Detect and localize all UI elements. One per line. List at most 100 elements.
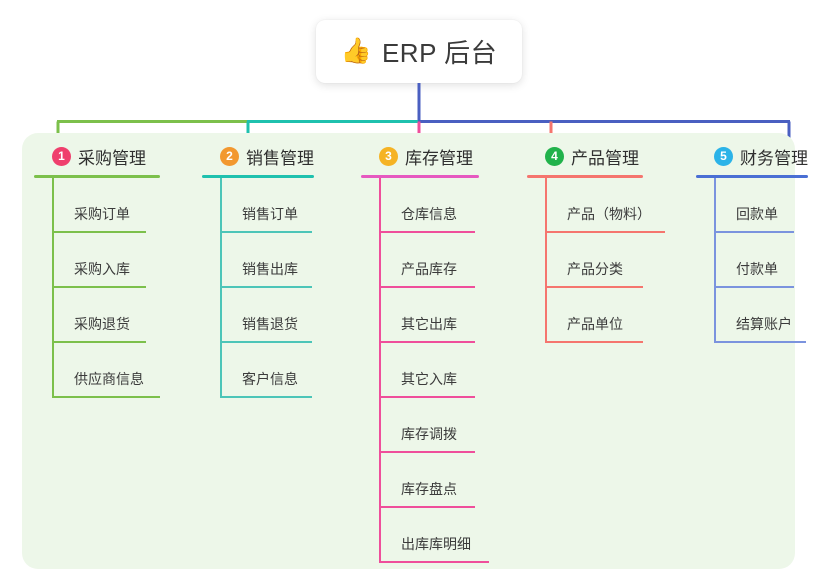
leaf-item-label: 仓库信息 — [401, 206, 457, 222]
leaf-item[interactable]: 回款单 — [714, 178, 808, 233]
column-badge-1: 1 — [52, 146, 71, 166]
column-rule-2 — [202, 175, 314, 178]
leaf-item[interactable]: 采购退货 — [52, 288, 160, 343]
column-5: 5 财务管理回款单付款单结算账户 — [696, 143, 808, 343]
leaf-item[interactable]: 库存调拨 — [379, 398, 479, 453]
leaf-item-rule — [220, 231, 312, 233]
column-2: 2 销售管理销售订单销售出库销售退货客户信息 — [202, 143, 314, 398]
thumbs-up-icon: 👍 — [340, 37, 372, 65]
column-4: 4 产品管理产品（物料） 产品分类产品单位 — [527, 143, 665, 343]
leaf-item-label: 产品（物料） — [567, 206, 651, 222]
leaf-item-rule — [379, 231, 475, 233]
column-rule-5 — [696, 175, 808, 178]
leaf-item-rule — [52, 396, 160, 398]
leaf-item-label: 库存调拨 — [401, 426, 457, 442]
column-badge-2: 2 — [220, 146, 239, 166]
column-body-5: 回款单付款单结算账户 — [696, 178, 808, 343]
column-body-3: 仓库信息产品库存其它出库其它入库库存调拨库存盘点出库库明细 — [361, 178, 489, 563]
column-body-1: 采购订单采购入库采购退货供应商信息 — [34, 178, 160, 398]
leaf-item-label: 库存盘点 — [401, 481, 457, 497]
leaf-item-label: 采购退货 — [74, 316, 130, 332]
leaf-item-rule — [220, 341, 312, 343]
leaf-item-label: 采购订单 — [74, 206, 130, 222]
leaf-item-rule — [545, 341, 643, 343]
column-spine-5 — [714, 178, 716, 343]
leaf-item[interactable]: 产品（物料） — [545, 178, 665, 233]
leaf-item[interactable]: 产品单位 — [545, 288, 643, 343]
leaf-item-rule — [379, 341, 475, 343]
column-header-4[interactable]: 4 产品管理 — [527, 143, 643, 169]
leaf-item-label: 销售订单 — [242, 206, 298, 222]
column-rule-4 — [527, 175, 643, 178]
leaf-item-rule — [52, 286, 146, 288]
leaf-item-rule — [379, 561, 489, 563]
column-header-3[interactable]: 3 库存管理 — [361, 143, 479, 169]
column-spine-3 — [379, 178, 381, 563]
root-node-card[interactable]: 👍 ERP 后台 — [316, 20, 522, 83]
leaf-item[interactable]: 付款单 — [714, 233, 808, 288]
leaf-item[interactable]: 出库库明细 — [379, 508, 489, 563]
leaf-item-label: 产品库存 — [401, 261, 457, 277]
leaf-item-label: 结算账户 — [736, 316, 792, 332]
column-spine-4 — [545, 178, 547, 343]
diagram-panel — [22, 133, 795, 569]
leaf-item-rule — [52, 231, 146, 233]
column-3: 3 库存管理仓库信息产品库存其它出库其它入库库存调拨库存盘点出库库明细 — [361, 143, 489, 563]
column-header-1[interactable]: 1 采购管理 — [34, 143, 160, 169]
leaf-item-label: 销售出库 — [242, 261, 298, 277]
column-badge-5: 5 — [714, 146, 733, 166]
leaf-item[interactable]: 供应商信息 — [52, 343, 160, 398]
column-header-2[interactable]: 2 销售管理 — [202, 143, 314, 169]
column-rule-3 — [361, 175, 479, 178]
leaf-item-rule — [52, 341, 146, 343]
column-rule-1 — [34, 175, 160, 178]
column-title-4: 产品管理 — [571, 148, 639, 168]
leaf-item-rule — [220, 396, 312, 398]
leaf-item-label: 产品单位 — [567, 316, 623, 332]
column-title-3: 库存管理 — [405, 148, 473, 168]
leaf-item-rule — [714, 341, 806, 343]
column-title-5: 财务管理 — [740, 148, 808, 168]
leaf-item-label: 回款单 — [736, 206, 778, 222]
leaf-item[interactable]: 产品分类 — [545, 233, 643, 288]
leaf-item[interactable]: 结算账户 — [714, 288, 808, 343]
leaf-item-rule — [379, 396, 475, 398]
leaf-item-rule — [714, 286, 794, 288]
column-spine-1 — [52, 178, 54, 398]
column-body-2: 销售订单销售出库销售退货客户信息 — [202, 178, 314, 398]
leaf-item-rule — [379, 451, 475, 453]
leaf-item-rule — [220, 286, 312, 288]
column-title-2: 销售管理 — [246, 148, 314, 168]
column-badge-3: 3 — [379, 146, 398, 166]
leaf-item[interactable]: 销售退货 — [220, 288, 314, 343]
leaf-item[interactable]: 采购订单 — [52, 178, 160, 233]
leaf-item-label: 供应商信息 — [74, 371, 144, 387]
leaf-item[interactable]: 销售出库 — [220, 233, 314, 288]
leaf-item-rule — [379, 506, 475, 508]
leaf-item-rule — [545, 231, 665, 233]
leaf-item-label: 出库库明细 — [401, 536, 471, 552]
leaf-item[interactable]: 采购入库 — [52, 233, 160, 288]
leaf-item[interactable]: 库存盘点 — [379, 453, 479, 508]
leaf-item-label: 其它入库 — [401, 371, 457, 387]
leaf-item-rule — [714, 231, 794, 233]
leaf-item-rule — [379, 286, 475, 288]
column-header-5[interactable]: 5 财务管理 — [696, 143, 808, 169]
leaf-item-label: 客户信息 — [242, 371, 298, 387]
leaf-item-label: 其它出库 — [401, 316, 457, 332]
column-spine-2 — [220, 178, 222, 398]
leaf-item[interactable]: 销售订单 — [220, 178, 314, 233]
column-badge-4: 4 — [545, 146, 564, 166]
leaf-item[interactable]: 其它出库 — [379, 288, 479, 343]
leaf-item[interactable]: 其它入库 — [379, 343, 479, 398]
leaf-item-label: 销售退货 — [242, 316, 298, 332]
leaf-item-label: 采购入库 — [74, 261, 130, 277]
leaf-item[interactable]: 仓库信息 — [379, 178, 479, 233]
leaf-item-label: 产品分类 — [567, 261, 623, 277]
column-title-1: 采购管理 — [78, 148, 146, 168]
leaf-item[interactable]: 产品库存 — [379, 233, 479, 288]
leaf-item-rule — [545, 286, 643, 288]
column-1: 1 采购管理采购订单采购入库采购退货供应商信息 — [34, 143, 160, 398]
leaf-item[interactable]: 客户信息 — [220, 343, 314, 398]
